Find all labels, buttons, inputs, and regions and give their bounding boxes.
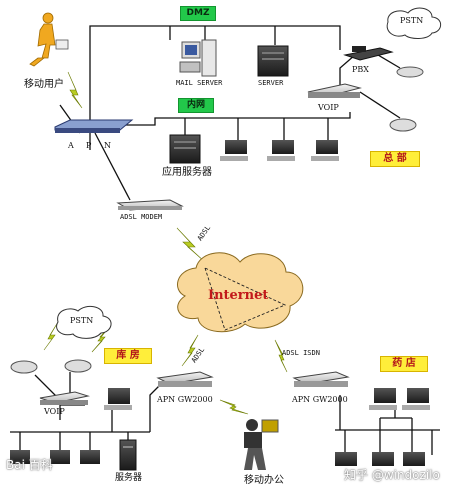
dmz-tag: DMZ <box>180 6 216 21</box>
voip-top-device <box>307 83 362 98</box>
pstn-left-label: PSTN <box>70 316 94 325</box>
internet-cloud <box>176 252 304 333</box>
voip-left-device <box>39 391 90 405</box>
pc-right-1 <box>369 388 397 410</box>
gateway-left <box>156 371 214 387</box>
phone-top-2 <box>389 118 417 132</box>
wireless-links <box>43 71 288 415</box>
server-label: SERVER <box>258 79 284 87</box>
pbx-label: PBX <box>352 65 369 74</box>
pc-left-2 <box>10 450 30 464</box>
headquarters-tag: 总 部 <box>370 151 420 167</box>
mobile-user-label: 移动用户 <box>24 79 64 90</box>
voip-top-label: VOIP <box>318 103 339 112</box>
pstn-cloud-left <box>56 305 112 339</box>
server-tower-bottom <box>119 439 137 471</box>
pstn-cloud-top <box>386 7 442 39</box>
phone-left-1 <box>10 360 38 374</box>
app-server-rack <box>169 134 201 164</box>
adsl-isdn-label: ADSL ISDN <box>282 349 320 357</box>
pc-intranet-2 <box>267 140 295 161</box>
mobile-office-label: 移动办公 <box>244 475 284 486</box>
app-servers-label: 应用服务器 <box>162 167 212 178</box>
pc-right-5 <box>403 452 425 466</box>
intranet-tag: 内网 <box>178 98 214 113</box>
internet-label: Internet <box>208 288 269 303</box>
mobile-office-figure <box>244 419 279 470</box>
phone-top-1 <box>396 66 424 78</box>
apn-label-n: N <box>104 141 111 150</box>
mail-server-label: MAIL SERVER <box>176 79 223 87</box>
apn-label-p: P <box>86 141 92 150</box>
mobile-user-figure <box>29 12 69 67</box>
apn-router <box>54 119 134 133</box>
gateway-right <box>292 371 350 387</box>
pc-left-4 <box>80 450 100 464</box>
phone-left-2 <box>64 359 92 373</box>
pharmacy-tag: 药 店 <box>380 356 428 372</box>
pc-left-3 <box>50 450 70 464</box>
pc-left-1 <box>104 388 132 410</box>
pc-right-2 <box>402 388 430 410</box>
pbx-device <box>343 46 394 61</box>
watermark-baike: Bai 百科 <box>6 458 53 472</box>
dmz-server <box>257 45 289 77</box>
voip-left-label: VOIP <box>44 407 65 416</box>
servers-bottom-label: 服务器 <box>115 473 143 483</box>
watermark-zhihu: 知乎 @windozilo <box>344 468 440 482</box>
gateway-right-label: APN GW2000 <box>292 395 348 404</box>
warehouse-tag: 库 房 <box>104 348 152 364</box>
adsl-modem-label: ADSL MODEM <box>120 213 163 221</box>
gateway-left-label: APN GW2000 <box>157 395 213 404</box>
pstn-top-label: PSTN <box>400 16 424 25</box>
mail-server <box>179 39 217 77</box>
apn-label-a: A <box>68 141 74 150</box>
adsl-modem <box>116 199 184 211</box>
pc-right-4 <box>372 452 394 466</box>
pc-intranet-1 <box>220 140 248 161</box>
pc-right-3 <box>335 452 357 466</box>
pc-intranet-3 <box>311 140 339 161</box>
